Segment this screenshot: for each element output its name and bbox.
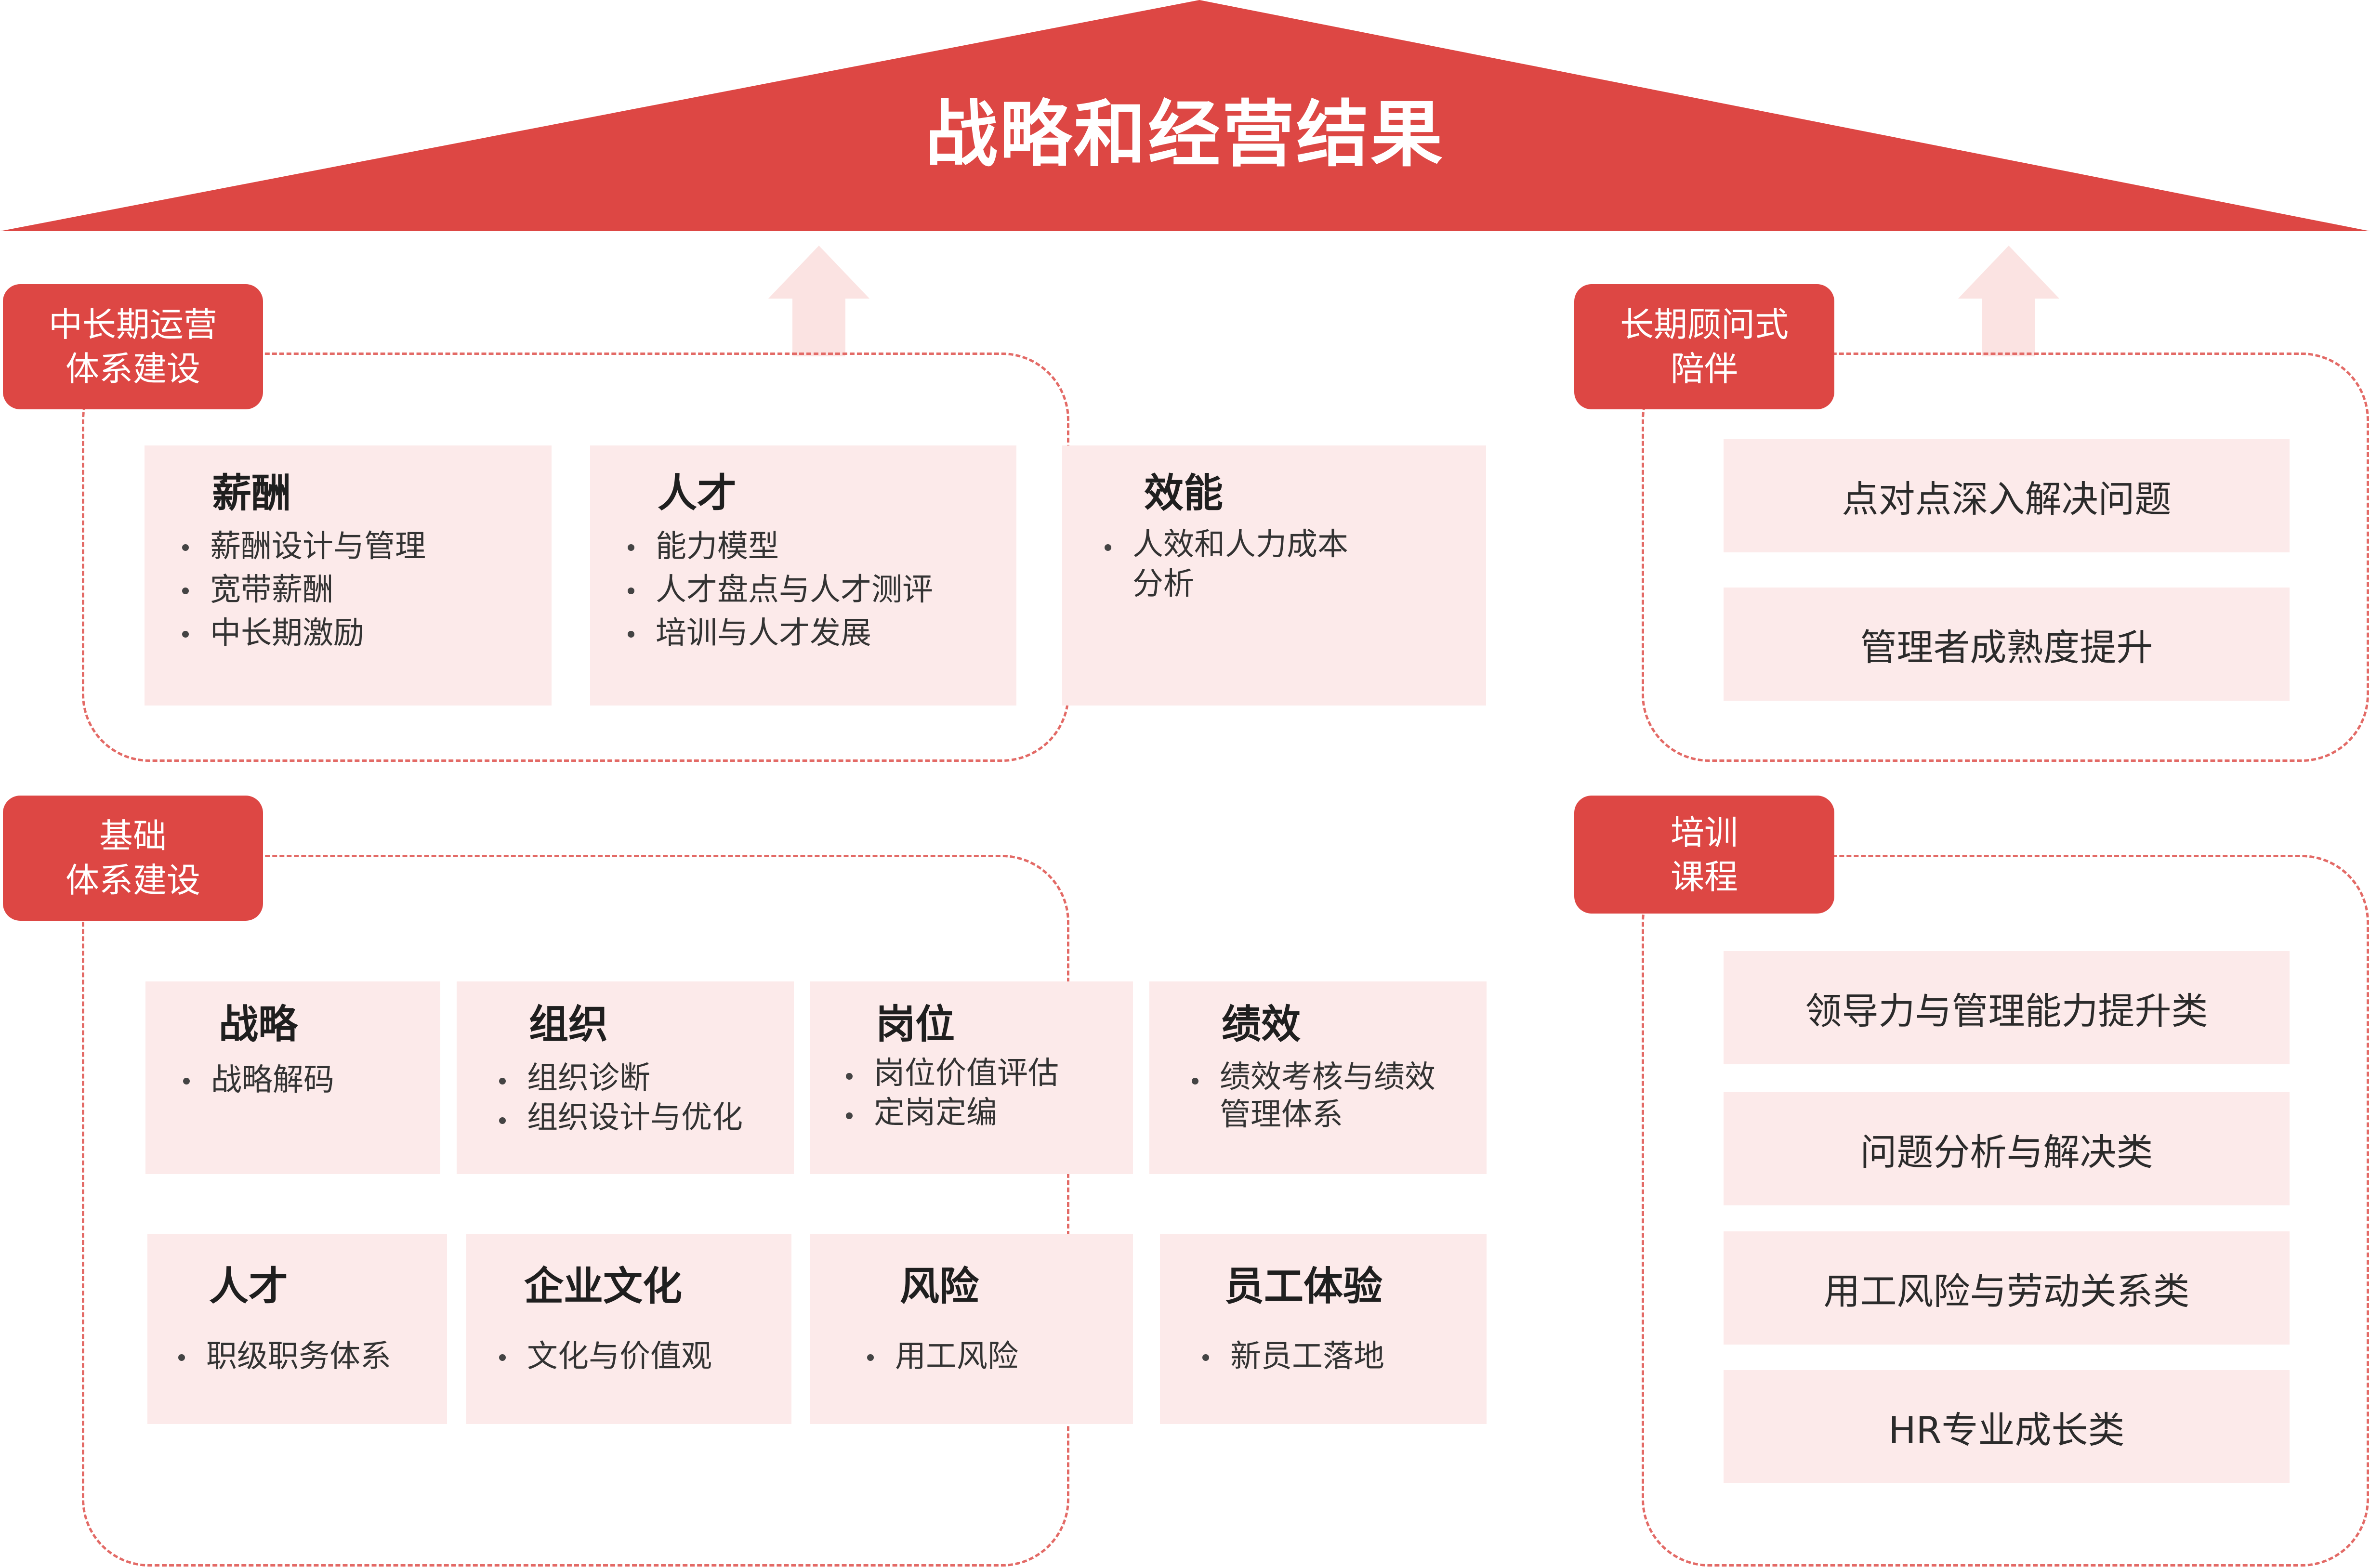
card-list: 绩效考核与绩效 管理体系 — [1188, 1058, 1435, 1134]
foundation-section-tab: 基础 体系建设 — [3, 796, 263, 921]
card-title: 绩效 — [1222, 1002, 1301, 1047]
card-list: 用工风险 — [863, 1335, 1018, 1378]
list-item: 薪酬设计与管理 — [178, 525, 426, 568]
tab-line: 体系建设 — [66, 349, 200, 389]
list-item: 新员工落地 — [1198, 1335, 1384, 1378]
up-arrow-icon — [768, 246, 869, 356]
card-title: 组织 — [529, 1002, 608, 1047]
tab-line: 培训 — [1671, 812, 1738, 852]
foundation-section-frame — [82, 855, 1069, 1567]
list-item: 定岗定编 — [842, 1093, 1059, 1133]
card-employee-experience: 员工体验 新员工落地 — [1160, 1234, 1487, 1424]
card-list: 薪酬设计与管理 宽带薪酬 中长期激励 — [178, 525, 426, 655]
card-title: 效能 — [1144, 470, 1224, 516]
consulting-section-frame — [1642, 353, 2369, 762]
consulting-section-tab: 长期顾问式 陪伴 — [1574, 284, 1834, 409]
card-organization: 组织 组织诊断 组织设计与优化 — [457, 981, 794, 1174]
list-item-line: 分析 — [1132, 566, 1194, 602]
training-bar: 用工风险与劳动关系类 — [1724, 1231, 2290, 1345]
card-title: 薪酬 — [212, 470, 291, 516]
list-item: 中长期激励 — [178, 612, 426, 655]
list-item-line: 人效和人力成本 — [1132, 527, 1348, 562]
training-bar: HR专业成长类 — [1724, 1370, 2290, 1483]
list-item-line: 绩效考核与绩效 — [1220, 1059, 1435, 1095]
card-title: 员工体验 — [1224, 1264, 1383, 1309]
tab-line: 陪伴 — [1671, 349, 1738, 389]
list-item: 能力模型 — [624, 525, 933, 568]
consulting-bar: 点对点深入解决问题 — [1724, 439, 2290, 552]
up-arrow-icon — [1958, 246, 2059, 356]
training-bar: 领导力与管理能力提升类 — [1724, 951, 2290, 1064]
list-item: 组织诊断 — [495, 1058, 743, 1098]
card-list: 岗位价值评估 定岗定编 — [842, 1054, 1059, 1133]
card-list: 职级职务体系 — [174, 1335, 391, 1378]
card-title: 风险 — [900, 1264, 979, 1309]
mid-term-section-tab: 中长期运营 体系建设 — [3, 284, 263, 409]
card-compensation: 薪酬 薪酬设计与管理 宽带薪酬 中长期激励 — [145, 445, 552, 706]
tab-line: 体系建设 — [66, 861, 200, 900]
training-bar: 问题分析与解决类 — [1724, 1092, 2290, 1205]
card-list: 能力模型 人才盘点与人才测评 培训与人才发展 — [624, 525, 933, 655]
tab-line: 基础 — [99, 816, 167, 856]
card-title: 人才 — [209, 1264, 289, 1309]
card-strategy: 战略 战略解码 — [145, 981, 440, 1174]
list-item: 文化与价值观 — [495, 1335, 712, 1378]
list-item: 组织设计与优化 — [495, 1098, 743, 1137]
list-item: 战略解码 — [179, 1058, 334, 1102]
list-item: 人才盘点与人才测评 — [624, 568, 933, 612]
card-title: 企业文化 — [524, 1264, 683, 1309]
card-efficiency: 效能 人效和人力成本 分析 — [1062, 445, 1486, 706]
list-item: 培训与人才发展 — [624, 612, 933, 655]
card-title: 岗位 — [876, 1002, 955, 1047]
card-talent-grade: 人才 职级职务体系 — [147, 1234, 447, 1424]
card-list: 战略解码 — [179, 1058, 334, 1102]
card-culture: 企业文化 文化与价值观 — [466, 1234, 791, 1424]
card-risk: 风险 用工风险 — [810, 1234, 1133, 1424]
list-item-line: 管理体系 — [1220, 1097, 1343, 1133]
list-item: 人效和人力成本 分析 — [1101, 525, 1348, 604]
training-section-tab: 培训 课程 — [1574, 796, 1834, 914]
list-item: 用工风险 — [863, 1335, 1018, 1378]
card-performance: 绩效 绩效考核与绩效 管理体系 — [1149, 981, 1487, 1174]
card-talent: 人才 能力模型 人才盘点与人才测评 培训与人才发展 — [590, 445, 1016, 706]
card-title: 战略 — [219, 1002, 298, 1047]
card-list: 文化与价值观 — [495, 1335, 712, 1378]
list-item: 岗位价值评估 — [842, 1054, 1059, 1093]
card-list: 组织诊断 组织设计与优化 — [495, 1058, 743, 1137]
roof-title: 战略和经营结果 — [925, 93, 1445, 177]
list-item: 绩效考核与绩效 管理体系 — [1188, 1058, 1435, 1134]
card-list: 人效和人力成本 分析 — [1101, 525, 1348, 604]
list-item: 宽带薪酬 — [178, 568, 426, 612]
tab-line: 课程 — [1671, 857, 1738, 897]
tab-line: 长期顾问式 — [1620, 305, 1789, 344]
card-position: 岗位 岗位价值评估 定岗定编 — [810, 981, 1133, 1174]
card-list: 新员工落地 — [1198, 1335, 1384, 1378]
list-item: 职级职务体系 — [174, 1335, 391, 1378]
card-title: 人才 — [658, 470, 737, 516]
training-section-frame — [1642, 855, 2369, 1567]
roof-banner — [0, 0, 2370, 231]
tab-line: 中长期运营 — [49, 305, 217, 344]
consulting-bar: 管理者成熟度提升 — [1724, 588, 2290, 701]
